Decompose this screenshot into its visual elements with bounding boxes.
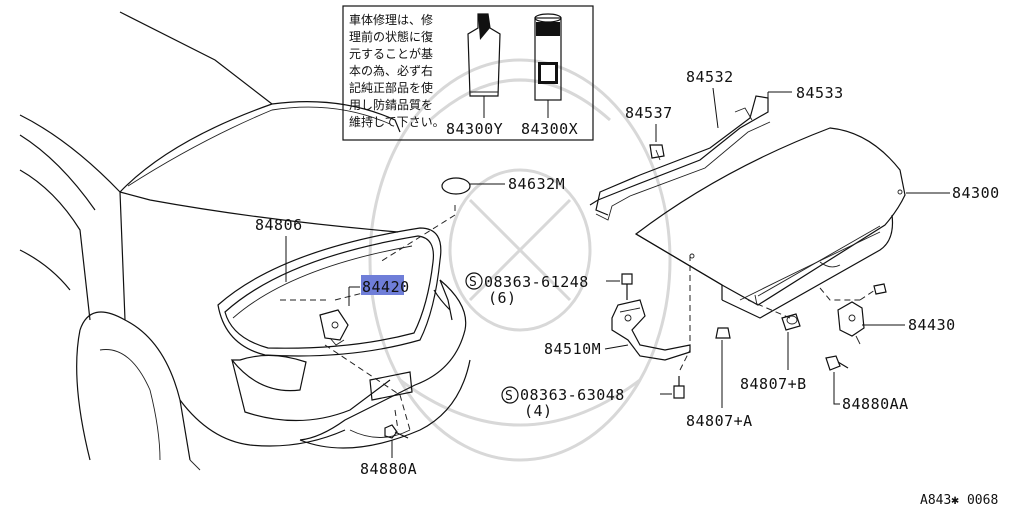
label-08363-63048: 08363-63048: [520, 386, 625, 404]
label-84807a: 84807+A: [686, 412, 753, 430]
latch-84430: [837, 283, 887, 345]
label-84430: 84430: [908, 316, 956, 334]
label-08363-61248: 08363-61248: [484, 273, 589, 291]
bolt-84880aa: [825, 355, 849, 371]
label-qty-4: (4): [524, 402, 553, 420]
label-84300: 84300: [952, 184, 1000, 202]
label-84510m: 84510M: [544, 340, 601, 358]
highlight-84420[interactable]: [361, 275, 404, 295]
svg-text:元することが基: 元することが基: [349, 46, 433, 61]
label-84420[interactable]: 84420: [362, 278, 410, 296]
grommet-84632m: [441, 177, 471, 195]
label-qty-6: (6): [488, 289, 517, 307]
label-84533: 84533: [796, 84, 844, 102]
label-84632m: 84632M: [508, 175, 565, 193]
torsion-bars: [589, 95, 771, 221]
bolt-84880a: [384, 424, 409, 439]
bolt-callout-63048: S: [501, 386, 519, 404]
label-84300x: 84300X: [521, 120, 578, 138]
svg-text:S: S: [469, 275, 477, 290]
trunk-lock-striker: [319, 309, 349, 346]
repair-note-box: [342, 5, 594, 141]
watermark-emblem: [368, 58, 672, 462]
label-84807b: 84807+B: [740, 375, 807, 393]
bolt-callout-61248: S: [465, 272, 483, 290]
svg-text:本の為、必ず右: 本の為、必ず右: [349, 63, 433, 78]
car-body-drawing: [19, 11, 471, 471]
label-84806: 84806: [255, 216, 303, 234]
bolt-63048: [673, 376, 685, 399]
svg-text:維持して下さい。: 維持して下さい。: [349, 114, 445, 129]
label-84880a: 84880A: [360, 460, 417, 478]
trunk-lid-drawing: [634, 127, 906, 319]
hinge-84510m: [611, 299, 691, 361]
label-84532: 84532: [686, 68, 734, 86]
sealant-tube-icon: [467, 13, 501, 97]
bumper-84807a: [715, 327, 731, 339]
label-84880aa: 84880AA: [842, 395, 909, 413]
svg-text:S: S: [505, 389, 513, 404]
bolt-61248: [621, 273, 633, 300]
svg-text:用し防錆品質を: 用し防錆品質を: [349, 97, 433, 112]
clip-84537: [649, 144, 665, 161]
svg-text:理前の状態に復: 理前の状態に復: [349, 29, 433, 44]
diagram-id: A843✱ 0068: [920, 493, 998, 508]
repair-note-text: 車体修理は、修 理前の状態に復 元することが基 本の為、必ず右 記純正部品を使 …: [349, 12, 445, 129]
bumper-84807b: [781, 313, 801, 331]
svg-text:記純正部品を使: 記純正部品を使: [349, 80, 433, 95]
label-84300y: 84300Y: [446, 120, 503, 138]
label-84537: 84537: [625, 104, 673, 122]
leader-dash: [379, 214, 456, 263]
svg-text:車体修理は、修: 車体修理は、修: [349, 12, 433, 27]
spray-can-icon: [534, 13, 562, 101]
